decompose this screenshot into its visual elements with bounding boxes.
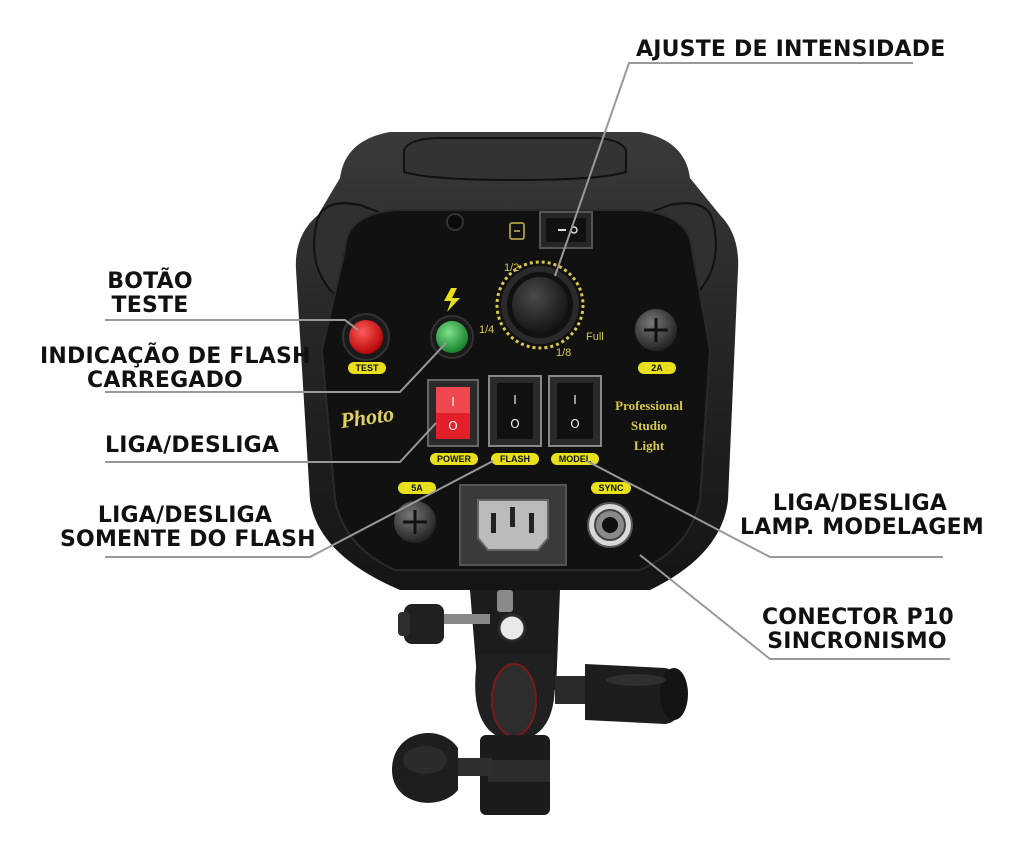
callout-flash-line2: SOMENTE DO FLASH [60, 527, 316, 552]
small-top-switch[interactable] [539, 211, 593, 249]
flash-label-plate [491, 453, 539, 465]
callout-flash-only: LIGA/DESLIGA SOMENTE DO FLASH [60, 503, 316, 552]
callout-liga-text: LIGA/DESLIGA [105, 433, 280, 458]
callout-indicacao-line2: CARREGADO [87, 368, 243, 393]
model-switch[interactable] [548, 375, 602, 447]
callout-model-line2: LAMP. MODELAGEM [740, 515, 984, 540]
lightning-icon [444, 288, 460, 312]
ac-power-socket[interactable] [459, 484, 567, 566]
fuse-5a-label: 5A [411, 483, 423, 493]
callout-lamp-modelagem: LIGA/DESLIGA LAMP. MODELAGEM [740, 491, 984, 540]
flash-label: FLASH [500, 454, 530, 464]
dial-full-label: Full [586, 331, 604, 343]
callout-model-line1: LIGA/DESLIGA [772, 491, 948, 516]
bulb-icon [509, 222, 525, 240]
intensity-dial[interactable] [495, 260, 585, 350]
mount-bracket [392, 590, 688, 815]
model-label: MODEL [559, 454, 592, 464]
callout-botao-line1: BOTÃO [107, 269, 193, 294]
callout-botao-line2: TESTE [111, 293, 189, 318]
desc-line-3: Light [634, 438, 665, 453]
callout-ajuste-intensidade: AJUSTE DE INTENSIDADE [636, 38, 945, 62]
power-switch-off: O [448, 419, 457, 433]
desc-line-2: Studio [631, 418, 667, 433]
callout-liga-desliga: LIGA/DESLIGA [105, 434, 279, 458]
callout-sync-line2: SINCRONISMO [767, 629, 947, 654]
test-label: TEST [355, 363, 379, 373]
callout-conector-sync: CONECTOR P10 SINCRONISMO [762, 605, 954, 654]
fuse-2a-label: 2A [651, 363, 663, 373]
power-switch-on: I [451, 395, 455, 409]
test-button[interactable] [342, 313, 390, 361]
dial-half-label: 1/2 [504, 262, 519, 274]
power-label: POWER [437, 454, 472, 464]
sync-label: SYNC [598, 483, 624, 493]
flash-switch-off: O [510, 417, 519, 431]
callout-ajuste-text: AJUSTE DE INTENSIDADE [636, 37, 946, 62]
callout-sync-line1: CONECTOR P10 [762, 605, 954, 630]
flash-switch[interactable] [488, 375, 542, 447]
desc-line-1: Professional [615, 398, 683, 413]
power-label-plate [430, 453, 478, 465]
model-switch-off: O [570, 417, 579, 431]
fuse-5a[interactable] [392, 499, 438, 545]
callout-flash-line1: LIGA/DESLIGA [97, 503, 273, 528]
sync-port[interactable] [587, 502, 633, 548]
indicator-led [446, 213, 464, 231]
sync-label-plate [591, 482, 631, 494]
fuse-2a[interactable] [633, 307, 679, 353]
fuse-2a-plate [638, 362, 676, 374]
test-label-plate [348, 362, 386, 374]
callout-indicacao-flash: INDICAÇÃO DE FLASH CARREGADO [40, 344, 311, 393]
model-switch-on: I [573, 393, 577, 407]
callout-botao-teste: BOTÃO TESTE [105, 270, 195, 318]
callout-indicacao-line1: INDICAÇÃO DE FLASH [40, 344, 311, 369]
fuse-5a-plate [398, 482, 436, 494]
leader-lines [105, 62, 950, 660]
dial-eighth-label: 1/8 [556, 347, 571, 359]
dial-quarter-label: 1/4 [479, 324, 494, 336]
power-switch[interactable] [427, 379, 479, 447]
flash-switch-on: I [513, 393, 517, 407]
